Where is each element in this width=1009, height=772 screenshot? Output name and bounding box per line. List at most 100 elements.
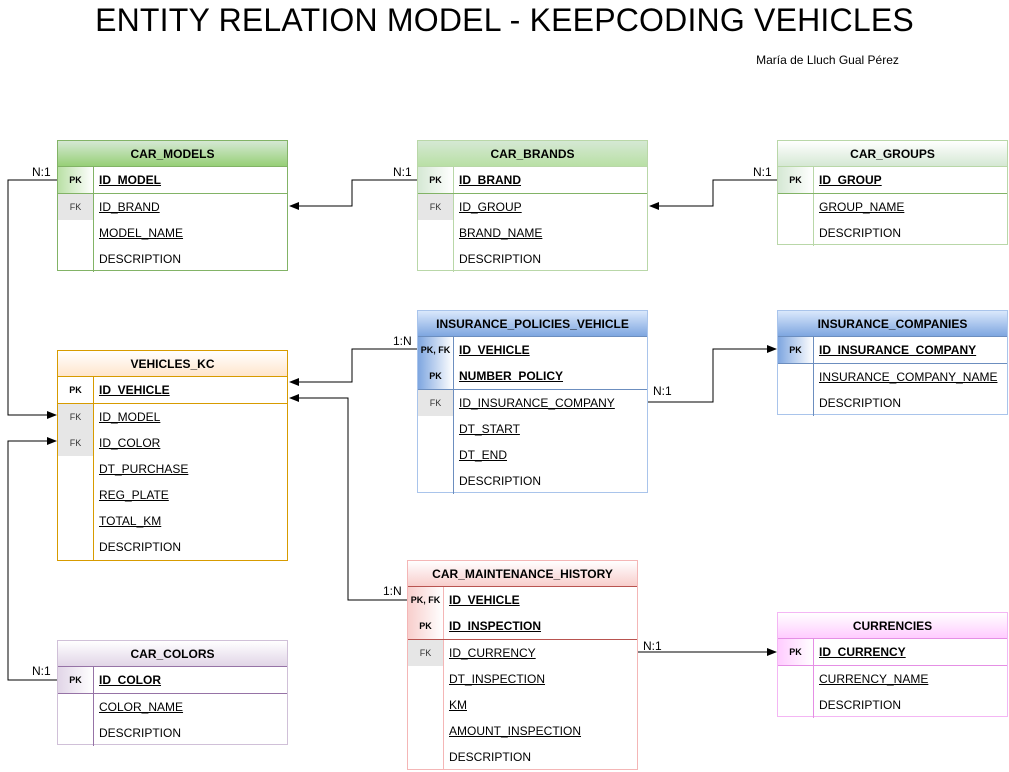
field-description: DESCRIPTION (99, 540, 182, 554)
table-header: CAR_COLORS (58, 641, 287, 667)
key-cell (58, 694, 94, 720)
field-dt-start: DT_START (459, 422, 520, 436)
field-id-brand: ID_BRAND (99, 200, 160, 214)
table-insurance-companies[interactable]: INSURANCE_COMPANIES PK ID_INSURANCE_COMPA… (777, 310, 1008, 416)
field-group-name: GROUP_NAME (819, 200, 905, 214)
field-description: DESCRIPTION (99, 252, 182, 266)
field-description: DESCRIPTION (459, 252, 542, 266)
key-cell (418, 442, 454, 468)
diagram-title: ENTITY RELATION MODEL - KEEPCODING VEHIC… (95, 2, 914, 38)
field-id-brand: ID_BRAND (459, 173, 522, 187)
table-header: CURRENCIES (778, 613, 1007, 639)
cardinality-label: N:1 (653, 384, 672, 398)
key-cell (58, 482, 94, 508)
pk-badge: PK (58, 377, 94, 403)
key-cell (778, 194, 814, 220)
pk-fk-badge: PK, FK (408, 587, 444, 613)
field-id-currency: ID_CURRENCY (449, 646, 536, 660)
key-cell (778, 666, 814, 692)
key-cell (408, 692, 444, 718)
field-brand-name: BRAND_NAME (459, 226, 543, 240)
pk-badge: PK (778, 337, 814, 363)
field-id-color: ID_COLOR (99, 436, 161, 450)
table-header: VEHICLES_KC (58, 351, 287, 377)
key-cell (58, 534, 94, 560)
table-header: INSURANCE_POLICIES_VEHICLE (418, 311, 647, 337)
field-total-km: TOTAL_KM (99, 514, 162, 528)
cardinality-label: N:1 (393, 165, 412, 179)
fk-badge: FK (58, 194, 94, 220)
table-car-colors[interactable]: CAR_COLORS PK ID_COLOR COLOR_NAME DESCRIP… (57, 640, 288, 746)
field-model-name: MODEL_NAME (99, 226, 184, 240)
field-number-policy: NUMBER_POLICY (459, 369, 564, 383)
field-description: DESCRIPTION (819, 396, 902, 410)
key-cell (58, 720, 94, 746)
key-cell (408, 718, 444, 744)
field-id-insurance-company: ID_INSURANCE_COMPANY (819, 343, 977, 357)
table-car-maintenance-history[interactable]: CAR_MAINTENANCE_HISTORY PK, FK ID_VEHICLE… (407, 560, 638, 770)
key-cell (408, 744, 444, 770)
field-description: DESCRIPTION (819, 698, 902, 712)
cardinality-label: 1:N (383, 584, 402, 598)
field-description: DESCRIPTION (449, 750, 532, 764)
field-id-model: ID_MODEL (99, 173, 162, 187)
key-cell (778, 220, 814, 246)
connector-policies-vehicles (289, 348, 417, 386)
table-header: CAR_GROUPS (778, 141, 1007, 167)
field-id-group: ID_GROUP (459, 200, 522, 214)
field-id-group: ID_GROUP (819, 173, 882, 187)
key-cell (58, 508, 94, 534)
field-description: DESCRIPTION (819, 226, 902, 240)
field-dt-purchase: DT_PURCHASE (99, 462, 189, 476)
connector-models-vehicles (7, 179, 57, 419)
key-cell (408, 666, 444, 692)
field-color-name: COLOR_NAME (99, 700, 184, 714)
key-cell (58, 456, 94, 482)
cardinality-label: N:1 (643, 639, 662, 653)
cardinality-label: N:1 (753, 165, 772, 179)
field-id-vehicle: ID_VEHICLE (459, 343, 530, 357)
pk-badge: PK (58, 167, 94, 193)
key-cell (418, 220, 454, 246)
field-dt-inspection: DT_INSPECTION (449, 672, 546, 686)
field-id-inspection: ID_INSPECTION (449, 619, 542, 633)
connector-groups-brands (649, 179, 777, 210)
fk-badge: FK (418, 390, 454, 416)
field-id-insurance-company: ID_INSURANCE_COMPANY (459, 396, 615, 410)
cardinality-label: 1:N (393, 334, 412, 348)
pk-badge: PK (418, 167, 454, 193)
field-insurance-company-name: INSURANCE_COMPANY_NAME (819, 370, 998, 384)
table-header: CAR_MAINTENANCE_HISTORY (408, 561, 637, 587)
fk-badge: FK (408, 640, 444, 666)
field-dt-end: DT_END (459, 448, 508, 462)
field-id-vehicle: ID_VEHICLE (449, 593, 520, 607)
field-description: DESCRIPTION (99, 726, 182, 740)
field-id-model: ID_MODEL (99, 410, 161, 424)
key-cell (418, 468, 454, 494)
pk-badge: PK (58, 667, 94, 693)
author-name: María de Lluch Gual Pérez (756, 53, 899, 67)
pk-badge: PK (778, 167, 814, 193)
key-cell (778, 390, 814, 416)
table-car-groups[interactable]: CAR_GROUPS PK ID_GROUP GROUP_NAME DESCRIP… (777, 140, 1008, 246)
pk-badge: PK (418, 363, 454, 389)
connector-colors-vehicles (7, 437, 57, 681)
table-header: INSURANCE_COMPANIES (778, 311, 1007, 337)
cardinality-label: N:1 (32, 165, 51, 179)
field-id-color: ID_COLOR (99, 673, 162, 687)
key-cell (58, 220, 94, 246)
key-cell (418, 246, 454, 272)
field-amount-inspection: AMOUNT_INSPECTION (449, 724, 582, 738)
fk-badge: FK (58, 430, 94, 456)
field-currency-name: CURRENCY_NAME (819, 672, 929, 686)
connector-brands-models (289, 179, 417, 210)
field-km: KM (449, 698, 467, 712)
pk-badge: PK (408, 613, 444, 639)
pk-badge: PK (778, 639, 814, 665)
